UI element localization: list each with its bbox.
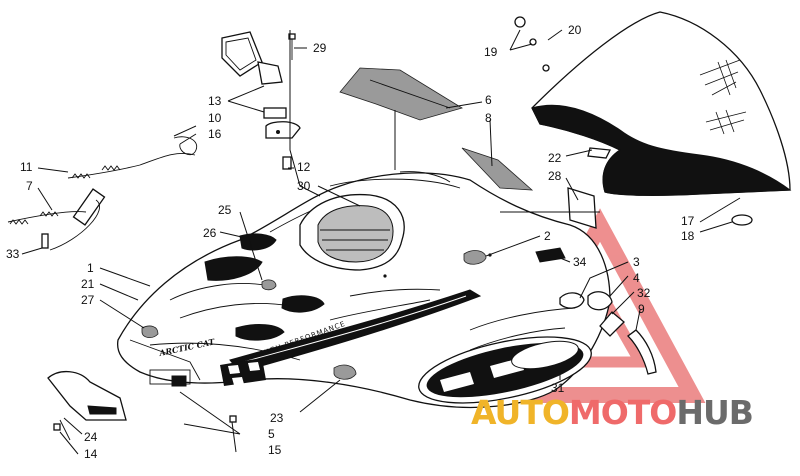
label-32: 32 <box>637 286 651 300</box>
label-25: 25 <box>218 203 232 217</box>
label-18: 18 <box>681 229 695 243</box>
strip-8 <box>461 147 534 191</box>
label-10: 10 <box>208 111 222 125</box>
checkered-decal-right <box>418 336 592 404</box>
watermark-logo: AUTOMOTOHUB <box>471 393 754 432</box>
watermark-hub: HUB <box>676 393 753 432</box>
small-parts <box>47 187 657 441</box>
label-22: 22 <box>548 151 562 165</box>
label-27: 27 <box>81 293 95 307</box>
label-3: 3 <box>633 255 640 269</box>
label-14: 14 <box>84 447 98 461</box>
watermark-auto: AUTO <box>471 393 569 432</box>
label-16: 16 <box>208 127 222 141</box>
label-28: 28 <box>548 169 562 183</box>
part-labels: 29 13 10 16 11 7 33 12 30 6 8 19 20 22 2… <box>6 23 695 461</box>
label-24: 24 <box>84 430 98 444</box>
svg-text:AUTOMOTOHUB: AUTOMOTOHUB <box>471 393 753 432</box>
label-19: 19 <box>484 45 498 59</box>
checkered-decal-left <box>220 358 266 386</box>
label-17: 17 <box>681 214 695 228</box>
label-1: 1 <box>87 261 94 275</box>
leader-lines <box>21 29 741 455</box>
label-29: 29 <box>313 41 327 55</box>
label-21: 21 <box>81 277 95 291</box>
label-6: 6 <box>485 93 492 107</box>
label-11: 11 <box>20 160 33 174</box>
label-31: 31 <box>551 381 565 395</box>
label-23: 23 <box>270 411 284 425</box>
label-8: 8 <box>485 111 492 125</box>
hood-body: ARCTIC CAT HIGH PERFORMANCE <box>116 171 611 409</box>
cable-assembly <box>7 136 198 251</box>
watermark-moto: MOTO <box>569 393 676 432</box>
label-12: 12 <box>297 160 311 174</box>
label-2: 2 <box>544 229 551 243</box>
label-34: 34 <box>573 255 587 269</box>
label-30: 30 <box>297 179 311 193</box>
windshield <box>514 11 792 226</box>
label-5: 5 <box>268 427 275 441</box>
label-33: 33 <box>6 247 20 261</box>
heat-shield-6 <box>339 67 463 121</box>
label-7: 7 <box>26 179 33 193</box>
mirror-assembly <box>221 31 301 170</box>
label-9: 9 <box>638 302 645 316</box>
label-13: 13 <box>208 94 222 108</box>
label-15: 15 <box>268 443 282 457</box>
label-4: 4 <box>633 271 640 285</box>
label-26: 26 <box>203 226 217 240</box>
label-20: 20 <box>568 23 582 37</box>
